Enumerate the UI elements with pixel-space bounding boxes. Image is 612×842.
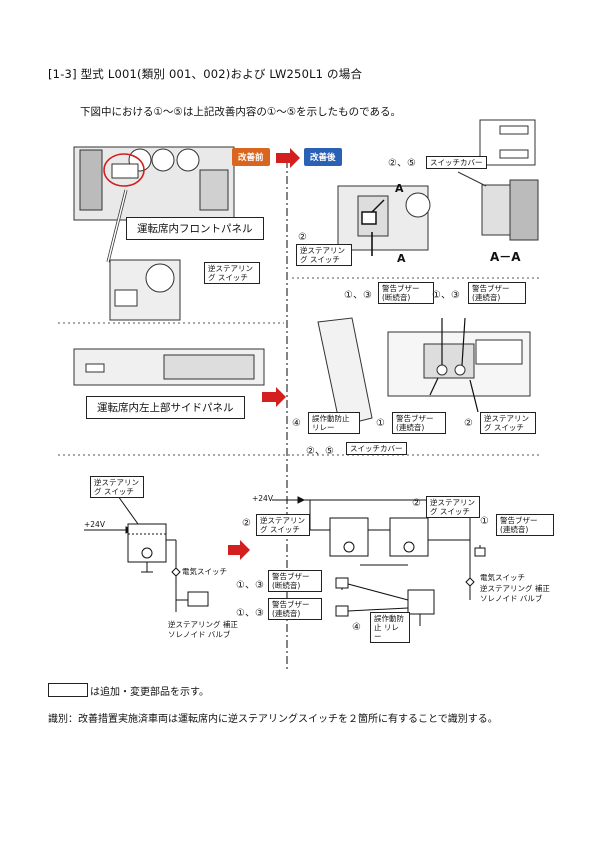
section-a-mark-bottom: A (397, 252, 406, 265)
buzzer-intermittent-side: 警告ブザー (断続音) (378, 282, 434, 304)
marker-13-side-b: ①、③ (432, 290, 460, 301)
marker-13-circuit-a: ①、③ (236, 580, 264, 591)
buzzer-continuous-circuit: 警告ブザー (連続音) (268, 598, 322, 620)
misop-relay-side: 誤作動防止 リレー (308, 412, 360, 434)
side-panel-label: 運転席内左上部サイドパネル (86, 396, 245, 419)
reverse-switch-circuit-after-b: 逆ステアリング スイッチ (256, 514, 310, 536)
marker-4-side: ④ (292, 418, 301, 429)
reverse-switch-label-after: 逆ステアリング スイッチ (296, 244, 352, 266)
marker-2-side: ② (464, 418, 473, 429)
switch-cover-label-top: スイッチカバー (426, 156, 487, 169)
reverse-switch-label-before: 逆ステアリング スイッチ (204, 262, 260, 284)
marker-2-front: ② (298, 232, 307, 243)
reverse-switch-circuit-before: 逆ステアリング スイッチ (90, 476, 144, 498)
marker-25-top: ②、⑤ (388, 158, 416, 169)
reverse-switch-circuit-after-a: 逆ステアリング スイッチ (426, 496, 480, 518)
marker-2-circuit-b: ② (242, 518, 251, 529)
buzzer-intermittent-circuit: 警告ブザー (断続音) (268, 570, 322, 592)
marker-25-bottom: ②、⑤ (306, 446, 334, 457)
solenoid-valve-after: 逆ステアリング 補正 ソレノイド バルブ (480, 584, 550, 603)
section-aa-label: A－A (490, 250, 521, 264)
section-a-mark-top: A (395, 182, 404, 195)
marker-1-circuit: ① (480, 516, 489, 527)
intro-text: 下図中における①～⑤は上記改善内容の①～⑤を示したものである。 (80, 106, 402, 118)
elec-switch-after: 電気スイッチ (480, 573, 525, 582)
legend-text: は追加・変更部品を示す。 (90, 687, 209, 698)
front-panel-photo (73, 146, 235, 221)
footer-identification: 識別：改善措置実施済車両は運転席内に逆ステアリングスイッチを２箇所に有することで… (48, 714, 498, 725)
buzzer-continuous-circuit-top: 警告ブザー (連続音) (496, 514, 554, 536)
legend-box (48, 683, 88, 697)
buzzer-continuous-side: 警告ブザー (連続音) (392, 412, 446, 434)
plus24v-after: +24V (252, 494, 273, 503)
misop-relay-circuit: 誤作動防止 リレー (370, 612, 410, 643)
marker-4-circuit: ④ (352, 622, 361, 633)
elec-switch-before: 電気スイッチ (182, 567, 227, 576)
marker-2-circuit-a: ② (412, 498, 421, 509)
marker-13-circuit-b: ①、③ (236, 608, 264, 619)
buzzer-continuous-side-top: 警告ブザー (連続音) (468, 282, 526, 304)
reverse-switch-label-side: 逆ステアリング スイッチ (480, 412, 536, 434)
page-title: [1-3] 型式 L001(類別 001、002)および LW250L1 の場合 (48, 67, 363, 81)
front-panel-label: 運転席内フロントパネル (126, 217, 264, 240)
after-tag: 改善後 (304, 148, 342, 166)
solenoid-valve-before: 逆ステアリング 補正 ソレノイド バルブ (168, 620, 238, 639)
plus24v-before: +24V (84, 520, 105, 529)
before-tag: 改善前 (232, 148, 270, 166)
marker-13-side-a: ①、③ (344, 290, 372, 301)
marker-1-side: ① (376, 418, 385, 429)
switch-cover-label-bottom: スイッチカバー (346, 442, 407, 455)
